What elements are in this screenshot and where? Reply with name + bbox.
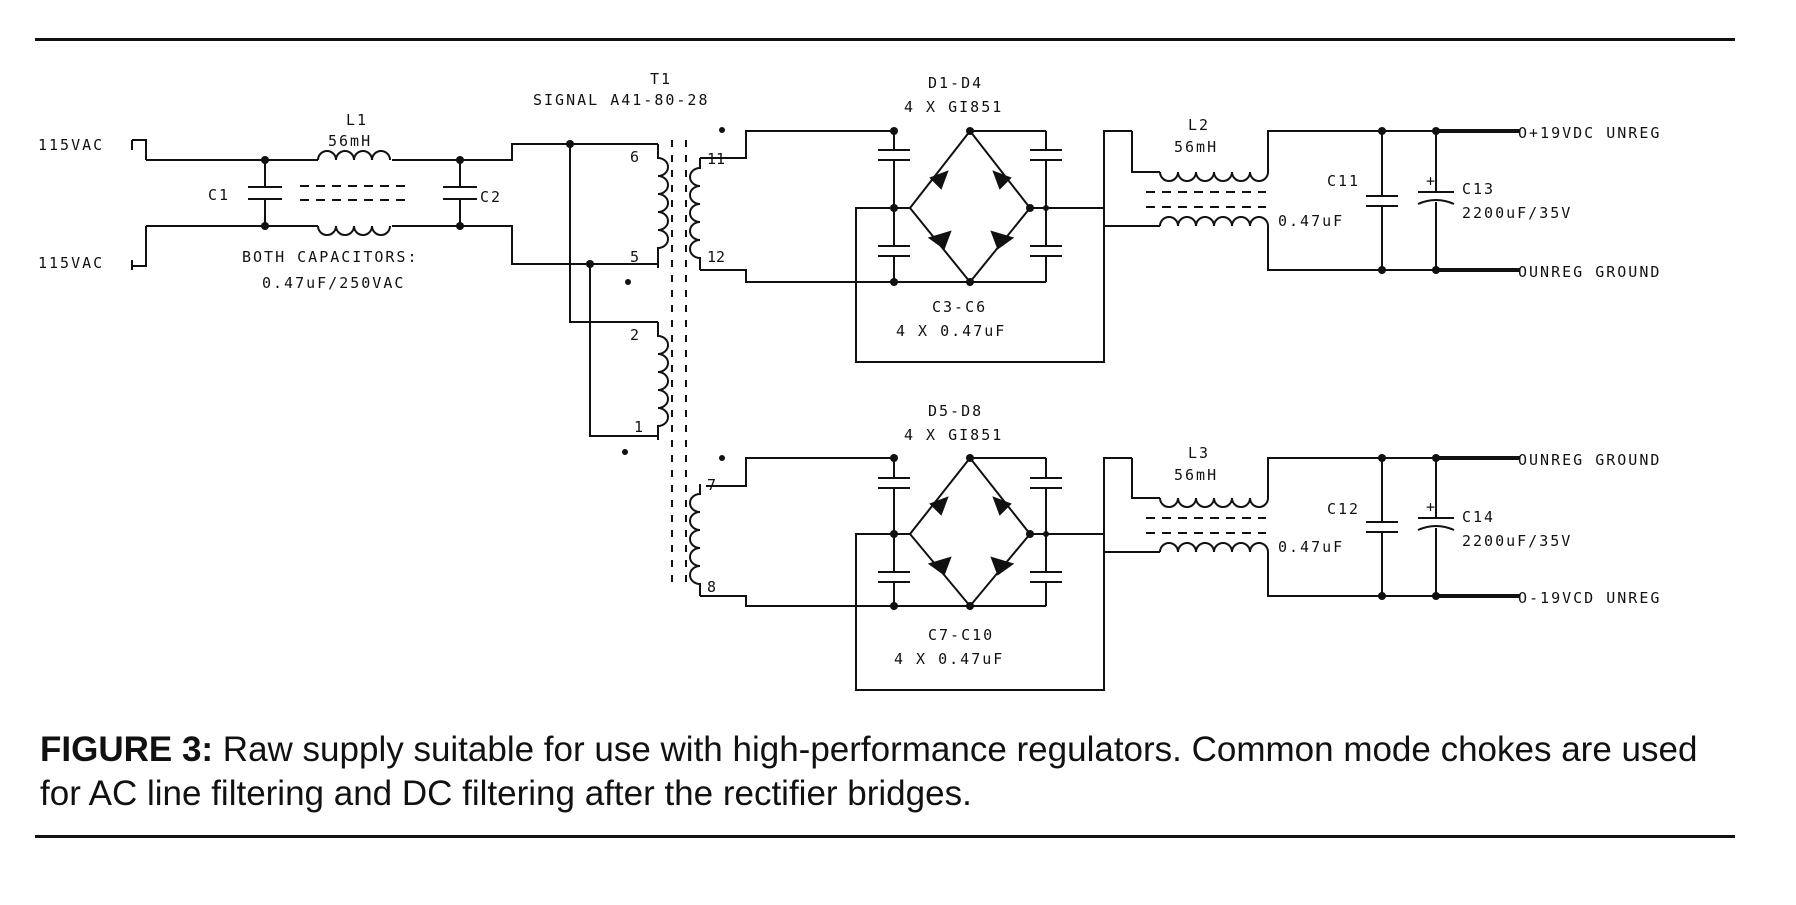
secondary-bottom-lead bbox=[700, 269, 974, 283]
output-positive-19vdc: O+19VDC UNREG bbox=[1518, 124, 1661, 142]
bridge-d1-d4: D1-D4 4 X GI851 C3-C6 4 X 0.47uF bbox=[855, 74, 1132, 363]
c7-c10-label: C7-C10 bbox=[928, 626, 994, 644]
bridge-d5-d8-diamond bbox=[908, 456, 1032, 608]
pin-7: 7 bbox=[707, 476, 716, 494]
t1-part: SIGNAL A41-80-28 bbox=[533, 91, 710, 109]
l3-value: 56mH bbox=[1174, 466, 1218, 484]
pin-2: 2 bbox=[630, 326, 639, 344]
c11-label: C11 bbox=[1327, 172, 1360, 190]
c2-capacitor bbox=[443, 156, 477, 230]
output-negative-19vcd: O-19VCD UNREG bbox=[1518, 589, 1661, 607]
ac-input-section: 115VAC 115VAC L1 56mH C1 C2 bbox=[38, 111, 570, 292]
d5-d8-part: 4 X GI851 bbox=[904, 426, 1003, 444]
d1-d4-label: D1-D4 bbox=[928, 74, 983, 92]
pin-11: 11 bbox=[707, 150, 725, 168]
c11-value: 0.47uF bbox=[1278, 212, 1344, 230]
bridge2-return-path bbox=[855, 457, 1132, 691]
t1-name: T1 bbox=[650, 70, 672, 88]
l2-name: L2 bbox=[1188, 116, 1210, 134]
c14-label: C14 bbox=[1462, 508, 1495, 526]
top-rule bbox=[35, 38, 1735, 41]
l1-choke bbox=[300, 150, 410, 236]
transformer-core bbox=[671, 140, 687, 590]
primary-link-upper bbox=[569, 144, 658, 323]
figure-caption: FIGURE 3: Raw supply suitable for use wi… bbox=[40, 728, 1740, 816]
bridge-d5-d8: D5-D8 4 X GI851 C7-C10 4 X 0.47uF bbox=[855, 402, 1132, 691]
secondary-winding-11-12 bbox=[689, 158, 701, 270]
l2-choke-bottom bbox=[1159, 216, 1269, 227]
output-unreg-ground-top: OUNREG GROUND bbox=[1518, 263, 1661, 281]
schematic-diagram: 115VAC 115VAC L1 56mH C1 C2 bbox=[38, 70, 1661, 691]
c12-label: C12 bbox=[1327, 500, 1360, 518]
d1-d4-part: 4 X GI851 bbox=[904, 98, 1003, 116]
primary-winding-2-1 bbox=[657, 322, 669, 440]
l2-value: 56mH bbox=[1174, 138, 1218, 156]
secondary2-top-lead bbox=[706, 457, 894, 487]
c1-capacitor bbox=[248, 156, 282, 230]
lower-dc-filter: L3 56mH C12 0.47uF + C14 2200uF/35V OUNR… bbox=[1103, 444, 1661, 690]
diode-d1 bbox=[929, 170, 949, 190]
figure-number: FIGURE 3: bbox=[40, 730, 214, 769]
transformer-t1: T1 SIGNAL A41-80-28 6 5 2 1 11 12 7 8 bbox=[533, 70, 974, 607]
c13-value: 2200uF/35V bbox=[1462, 204, 1572, 222]
c7-c10-value: 4 X 0.47uF bbox=[894, 650, 1004, 668]
ac-terminal-bottom bbox=[131, 226, 147, 270]
secondary-top-lead bbox=[700, 130, 894, 159]
bridge-d1-d4-diamond bbox=[908, 129, 1032, 284]
pin-12: 12 bbox=[707, 248, 725, 266]
c2-label: C2 bbox=[480, 188, 502, 206]
primary-winding-6-5 bbox=[657, 144, 669, 268]
ac-terminal-top bbox=[131, 139, 147, 160]
secondary2-bottom-lead bbox=[700, 595, 974, 607]
c3-c6-value: 4 X 0.47uF bbox=[896, 322, 1006, 340]
ac-input-top-label: 115VAC bbox=[38, 136, 104, 154]
both-capacitors-value: 0.47uF/250VAC bbox=[262, 274, 405, 292]
ac-rail-bottom-right bbox=[392, 225, 570, 265]
c13-plus: + bbox=[1426, 172, 1437, 190]
ac-input-bottom-label: 115VAC bbox=[38, 254, 104, 272]
bottom-rule bbox=[35, 835, 1735, 838]
l2-choke-top bbox=[1159, 171, 1269, 182]
c3-c6-label: C3-C6 bbox=[932, 298, 987, 316]
l1-value: 56mH bbox=[328, 132, 372, 150]
primary-feed bbox=[570, 143, 658, 265]
upper-dc-filter: L2 56mH C11 0.47uF + C13 2200uF/35V O+19… bbox=[1103, 116, 1661, 362]
pin-6: 6 bbox=[630, 148, 639, 166]
ac-rail-top-right bbox=[392, 143, 570, 161]
output-unreg-ground-bottom: OUNREG GROUND bbox=[1518, 451, 1661, 469]
both-capacitors-label: BOTH CAPACITORS: bbox=[242, 248, 419, 266]
secondary-winding-7-8 bbox=[689, 484, 701, 596]
c14-plus: + bbox=[1426, 498, 1437, 516]
l3-name: L3 bbox=[1188, 444, 1210, 462]
primary-link-lower bbox=[589, 264, 658, 437]
pin-8: 8 bbox=[707, 578, 716, 596]
c12-value: 0.47uF bbox=[1278, 538, 1344, 556]
l3-choke-bottom bbox=[1159, 542, 1269, 553]
l3-choke-top bbox=[1159, 497, 1269, 508]
pin-1: 1 bbox=[634, 418, 643, 436]
c13-label: C13 bbox=[1462, 180, 1495, 198]
figure-caption-text: Raw supply suitable for use with high-pe… bbox=[40, 730, 1698, 813]
l1-name: L1 bbox=[346, 111, 368, 129]
c1-label: C1 bbox=[208, 186, 230, 204]
d5-d8-label: D5-D8 bbox=[928, 402, 983, 420]
c14-value: 2200uF/35V bbox=[1462, 532, 1572, 550]
pin-5: 5 bbox=[630, 248, 639, 266]
